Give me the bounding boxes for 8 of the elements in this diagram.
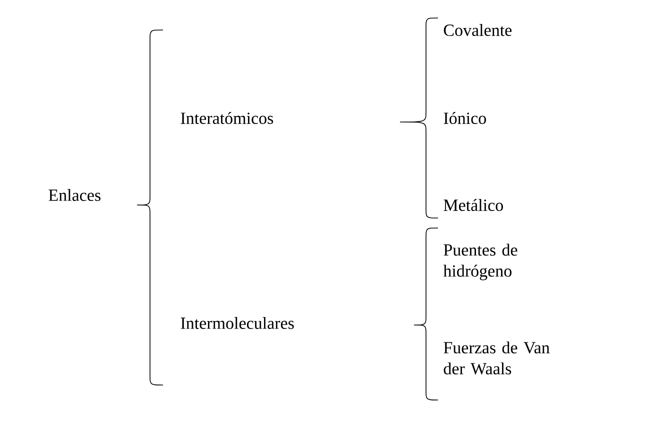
term-label: Covalente xyxy=(444,24,512,36)
term-label: Iónico xyxy=(444,112,486,124)
term-label: Interatómicos xyxy=(180,112,274,124)
term-label: Intermoleculares xyxy=(180,317,294,329)
term-label: Metálico xyxy=(444,199,503,211)
term-label: Puentes de hidrógeno xyxy=(443,244,518,280)
term-label: Fuerzas de Van der Waals xyxy=(444,341,550,374)
term-label: Enlaces xyxy=(48,189,100,201)
